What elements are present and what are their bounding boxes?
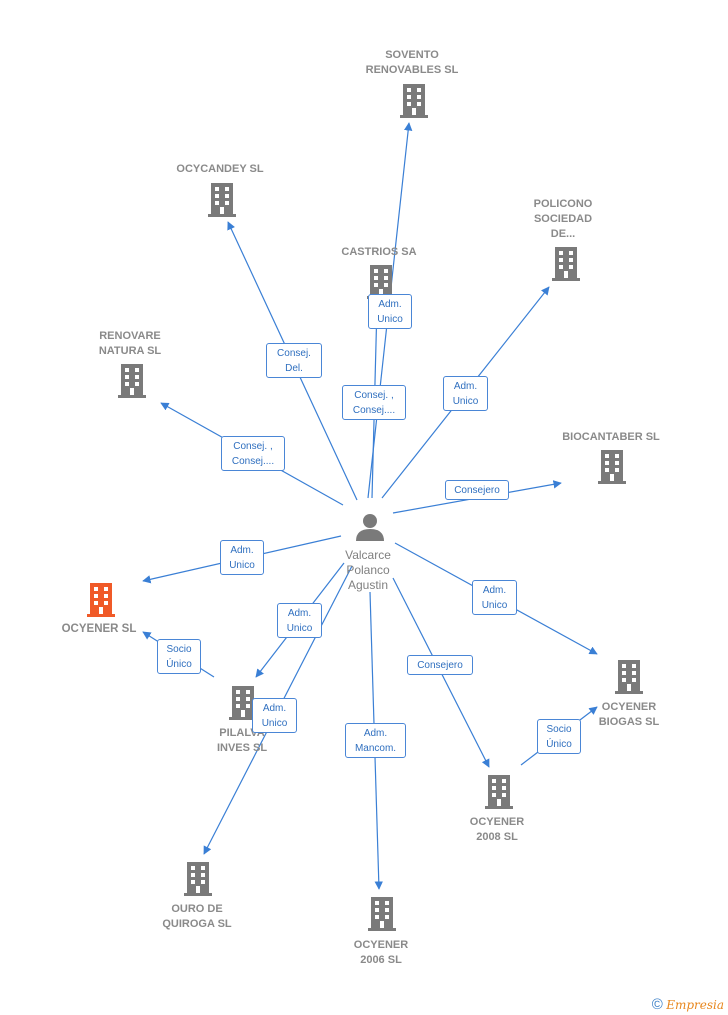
edge-label: Adm. Unico [443, 376, 488, 411]
node-label-policono[interactable]: POLICONO SOCIEDAD DE... [533, 198, 593, 240]
node-label-ocyener-biogas[interactable]: OCYENER BIOGAS SL [598, 701, 660, 728]
edge-label: Adm. Unico [277, 603, 322, 638]
edge-label: Adm. Unico [472, 580, 517, 615]
building-icon-policono[interactable] [551, 247, 581, 281]
node-label-ouro[interactable]: OURO DE QUIROGA SL [162, 903, 232, 930]
building-icon-biocantaber[interactable] [597, 450, 627, 484]
person-icon [356, 514, 384, 541]
node-label-biocantaber[interactable]: BIOCANTABER SL [562, 431, 660, 443]
edge-label: Adm. Unico [368, 294, 412, 329]
edge-label: Adm. Unico [252, 698, 297, 733]
node-label-ocycandey[interactable]: OCYCANDEY SL [176, 163, 264, 175]
edge-label: Socio Único [537, 719, 581, 754]
building-icon-ocyener2006[interactable] [367, 897, 397, 931]
building-icon-ocyener-biogas[interactable] [614, 660, 644, 694]
edge-label: Consejero [445, 480, 509, 500]
node-label-ocyener2008[interactable]: OCYENER 2008 SL [469, 816, 525, 843]
footer-brand[interactable]: © Empresia [652, 996, 724, 1013]
edge-label: Consejero [407, 655, 473, 675]
building-icon-renovare[interactable] [117, 364, 147, 398]
edge-label: Adm. Mancom. [345, 723, 406, 758]
center-person-name[interactable]: Valcarce Polanco Agustin [345, 548, 391, 592]
edge-label: Consej. Del. [266, 343, 322, 378]
building-icon-ocyener2008[interactable] [484, 775, 514, 809]
edge-label: Socio Único [157, 639, 201, 674]
node-label-renovare[interactable]: RENOVARE NATURA SL [98, 330, 162, 357]
node-label-sovento[interactable]: SOVENTO RENOVABLES SL [365, 49, 459, 76]
node-label-castrios[interactable]: CASTRIOS SA [341, 246, 417, 258]
building-icon-ocyener[interactable] [86, 583, 116, 617]
node-label-ocyener[interactable]: OCYENER SL [61, 623, 137, 635]
brand-logo: Empresia [666, 998, 724, 1012]
building-icon-ocycandey[interactable] [207, 183, 237, 217]
building-icon-sovento[interactable] [399, 84, 429, 118]
copyright-icon: © [651, 996, 663, 1013]
building-icon-ouro[interactable] [183, 862, 213, 896]
edge-label: Adm. Unico [220, 540, 264, 575]
edge-label: Consej. , Consej.... [342, 385, 406, 420]
node-label-ocyener2006[interactable]: OCYENER 2006 SL [353, 939, 409, 966]
edge-label: Consej. , Consej.... [221, 436, 285, 471]
